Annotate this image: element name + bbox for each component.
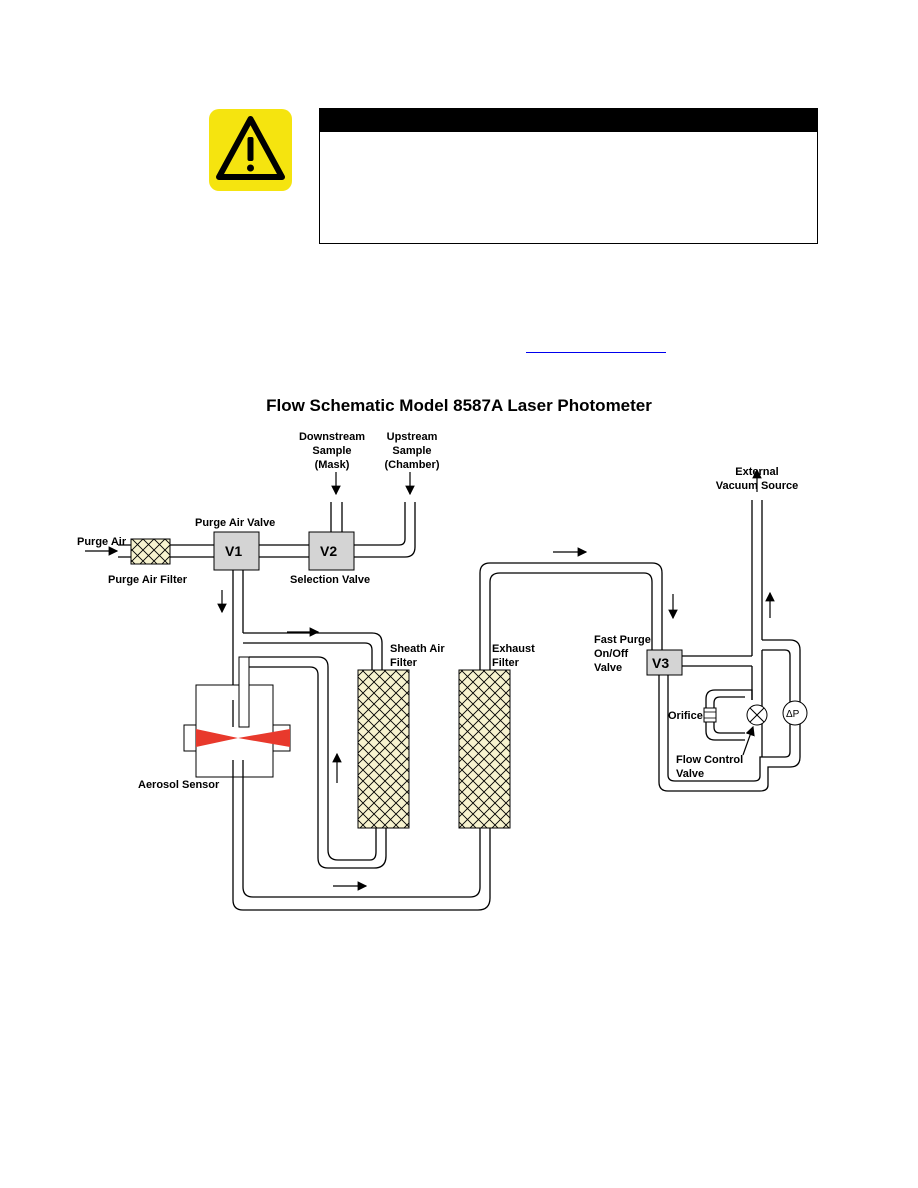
- label-purge-air-filter: Purge Air Filter: [108, 574, 188, 586]
- label-downstream-2: Sample: [312, 445, 351, 457]
- valve-v3: [646, 649, 683, 676]
- diagram-title: Flow Schematic Model 8587A Laser Photome…: [266, 396, 652, 415]
- hyperlink-underline[interactable]: [526, 352, 666, 353]
- label-upstream-3: (Chamber): [384, 459, 439, 471]
- label-purge-air-valve: Purge Air Valve: [195, 517, 275, 529]
- label-purge-air: Purge Air: [77, 536, 127, 548]
- laser-beam: [196, 729, 238, 747]
- warning-icon: [209, 109, 292, 191]
- warning-header-bar: [320, 109, 817, 132]
- sheath-air-filter: [357, 669, 410, 829]
- label-sheath-1: Sheath Air: [390, 643, 445, 655]
- label-exhaust-2: Filter: [492, 657, 520, 669]
- valve-v1-label: V1: [225, 543, 242, 559]
- label-external-1: External: [735, 466, 778, 478]
- label-aerosol-sensor: Aerosol Sensor: [138, 779, 220, 791]
- valve-v3-label: V3: [652, 655, 669, 671]
- valve-v1: [213, 531, 260, 571]
- label-upstream-2: Sample: [392, 445, 431, 457]
- label-upstream-1: Upstream: [387, 431, 438, 443]
- aerosol-sensor-body: [195, 684, 274, 778]
- delta-p-label: ΔP: [786, 709, 800, 720]
- label-fast-purge-1: Fast Purge: [594, 634, 651, 646]
- valve-v2: [308, 531, 355, 571]
- label-fast-purge-2: On/Off: [594, 648, 629, 660]
- purge-air-filter: [130, 538, 171, 565]
- label-downstream-1: Downstream: [299, 431, 365, 443]
- warning-box: [319, 108, 818, 244]
- label-flow-control-1: Flow Control: [676, 754, 743, 766]
- label-exhaust-1: Exhaust: [492, 643, 535, 655]
- differential-pressure-gauge: [782, 700, 808, 726]
- label-selection-valve: Selection Valve: [290, 574, 370, 586]
- label-downstream-3: (Mask): [315, 459, 350, 471]
- label-fast-purge-3: Valve: [594, 662, 622, 674]
- label-sheath-2: Filter: [390, 657, 418, 669]
- label-external-2: Vacuum Source: [716, 480, 799, 492]
- exhaust-filter: [458, 669, 511, 829]
- label-flow-control-2: Valve: [676, 768, 704, 780]
- label-orifice: Orifice: [668, 710, 703, 722]
- valve-v2-label: V2: [320, 543, 337, 559]
